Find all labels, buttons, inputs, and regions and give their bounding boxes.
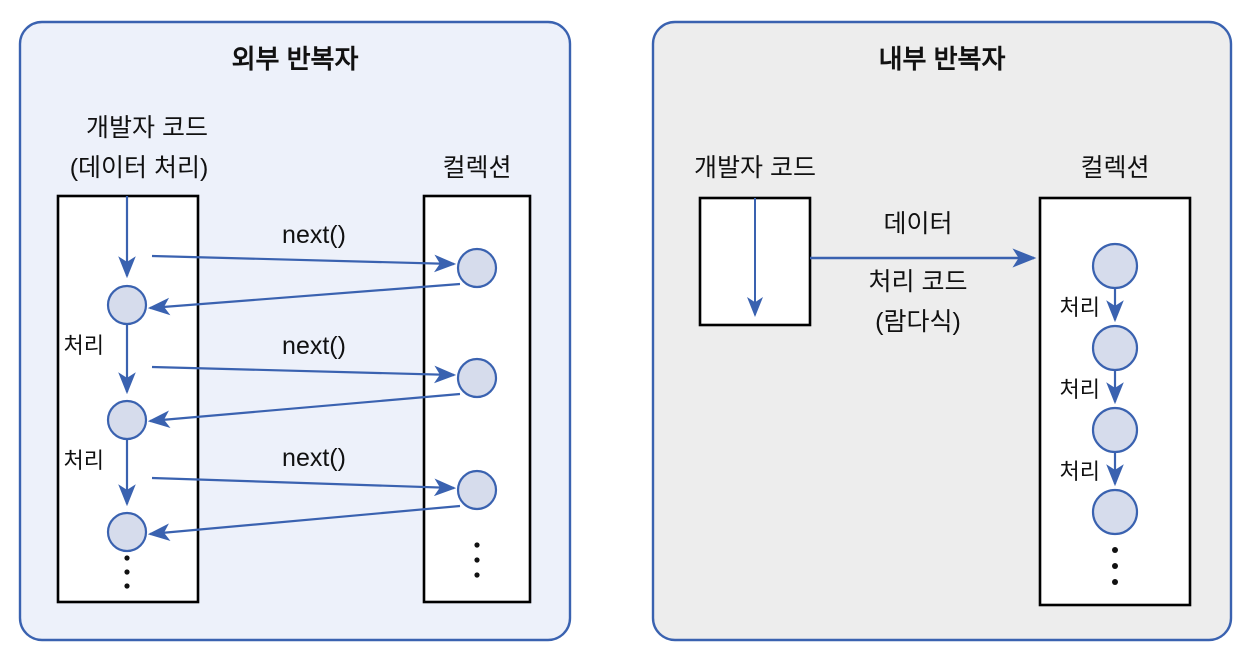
process-label-right: 처리	[1060, 459, 1100, 484]
lambda-label-line2: 처리 코드	[869, 268, 968, 296]
lambda-label-line3: (람다식)	[875, 308, 961, 336]
next-request-arrow	[151, 476, 457, 497]
collection-label-right: 컬렉션	[1080, 154, 1149, 182]
next-call-label: next()	[282, 332, 346, 360]
developer-code-label-right: 개발자 코드	[694, 154, 816, 182]
panel-external-iterator: 외부 반복자 개발자 코드 (데이터 처리) 컬렉션 처리 처리	[18, 20, 572, 642]
next-call-label: next()	[282, 221, 346, 249]
panel-internal-title: 내부 반복자	[879, 44, 1006, 74]
collection-ellipsis-right	[1112, 547, 1118, 585]
collection-node-right	[1091, 242, 1139, 290]
next-request-arrow	[151, 254, 457, 273]
collection-node-left	[456, 469, 498, 511]
collection-ellipsis-left	[474, 542, 480, 578]
panel-external-title: 외부 반복자	[232, 44, 359, 74]
developer-ellipsis-left	[124, 555, 130, 589]
developer-node	[106, 284, 148, 326]
process-label-left: 처리	[64, 448, 104, 473]
developer-node	[106, 511, 148, 553]
developer-node	[106, 399, 148, 441]
process-label-left: 처리	[64, 333, 104, 358]
developer-code-label-line2: (데이터 처리)	[70, 154, 209, 182]
collection-node-right	[1091, 488, 1139, 536]
collection-node-right	[1091, 324, 1139, 372]
lambda-label-line1: 데이터	[883, 210, 952, 238]
collection-node-left	[456, 247, 498, 289]
panel-internal-iterator: 내부 반복자 개발자 코드 컬렉션 데이터 처리 코드 (람다식) 처리 처리 …	[651, 20, 1233, 642]
collection-node-left	[456, 357, 498, 399]
next-request-arrow	[151, 365, 457, 384]
next-response-arrow	[147, 392, 461, 429]
process-label-right: 처리	[1060, 377, 1100, 402]
collection-label-left: 컬렉션	[442, 154, 511, 182]
next-response-arrow	[147, 504, 461, 541]
collection-node-right	[1091, 406, 1139, 454]
developer-code-label-line1: 개발자 코드	[86, 114, 208, 142]
next-call-label: next()	[282, 444, 346, 472]
process-label-right: 처리	[1060, 295, 1100, 320]
next-response-arrow	[147, 282, 461, 316]
